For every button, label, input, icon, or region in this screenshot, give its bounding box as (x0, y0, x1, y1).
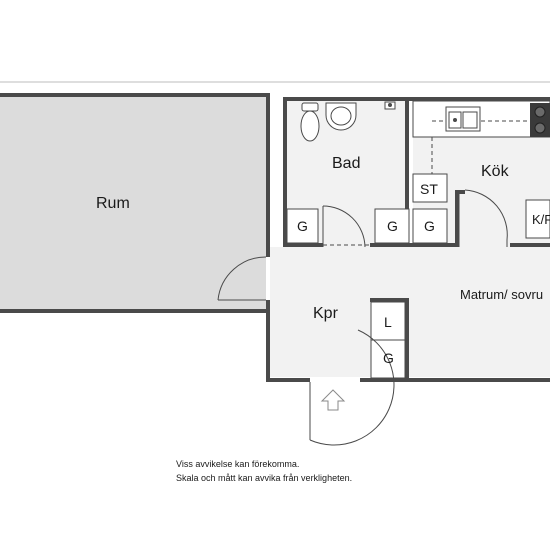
kitchen-counter (412, 100, 550, 138)
disclaimer-line-1: Viss avvikelse kan förekomma. (176, 459, 300, 469)
kitchen-sink-icon (445, 106, 481, 132)
room-label-rum: Rum (96, 195, 130, 212)
entrance-arrow-icon (320, 389, 346, 411)
disclaimer-line-2: Skala och mått kan avvika från verklighe… (176, 473, 353, 483)
label-kf: K/F (532, 212, 550, 227)
faucet-icon (384, 101, 396, 110)
label-g-mid1: G (387, 218, 398, 234)
door-swings (217, 189, 508, 446)
label-st: ST (420, 181, 438, 197)
wardrobe-mid-2 (412, 208, 448, 244)
room-label-matrum: Matrum/ sovru (460, 287, 543, 302)
toilet-icon (300, 102, 320, 142)
stove-icon (530, 103, 550, 137)
hall-floor (270, 247, 550, 377)
label-g-kpr: G (383, 350, 394, 366)
fridge-freezer (525, 199, 550, 239)
label-g-mid2: G (424, 218, 435, 234)
disclaimer-note: Viss avvikelse kan förekomma. Skala och … (176, 457, 352, 485)
wardrobe-mid-1 (374, 208, 410, 244)
wardrobe-left (286, 208, 319, 244)
bathroom-sink-icon (325, 102, 357, 131)
walls (0, 93, 550, 382)
room-label-bad: Bad (332, 155, 360, 172)
label-g-left: G (297, 218, 308, 234)
room-rum-floor (0, 97, 266, 309)
label-l-kpr: L (384, 314, 392, 330)
room-label-kok: Kök (481, 163, 510, 180)
room-label-kpr: Kpr (313, 305, 339, 322)
st-cabinet (412, 173, 448, 203)
